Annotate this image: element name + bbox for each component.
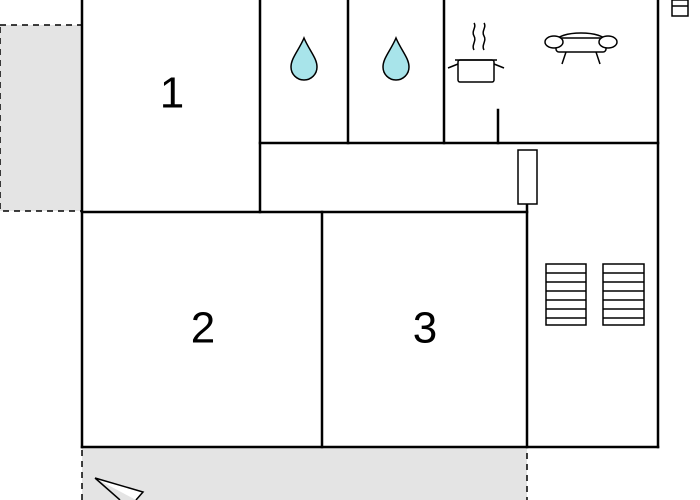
- stairs-icon: [545, 263, 587, 326]
- radiator-icon: [517, 149, 538, 205]
- sofa-icon: [544, 32, 618, 65]
- water-drop-icon: [382, 36, 410, 81]
- cooking-pot-icon: [447, 22, 505, 83]
- terrace-left: [0, 24, 83, 212]
- walls: [80, 0, 660, 449]
- stairs-icon: [602, 263, 645, 326]
- window-icon: [671, 0, 689, 17]
- room-3-number: 3: [413, 304, 437, 353]
- terrace-bottom: [81, 446, 528, 500]
- room-2-number: 2: [191, 304, 215, 353]
- water-drop-icon: [290, 36, 318, 81]
- exterior-areas: [0, 24, 528, 500]
- room-1-number: 1: [160, 69, 184, 118]
- north-arrow-icon: [94, 477, 145, 500]
